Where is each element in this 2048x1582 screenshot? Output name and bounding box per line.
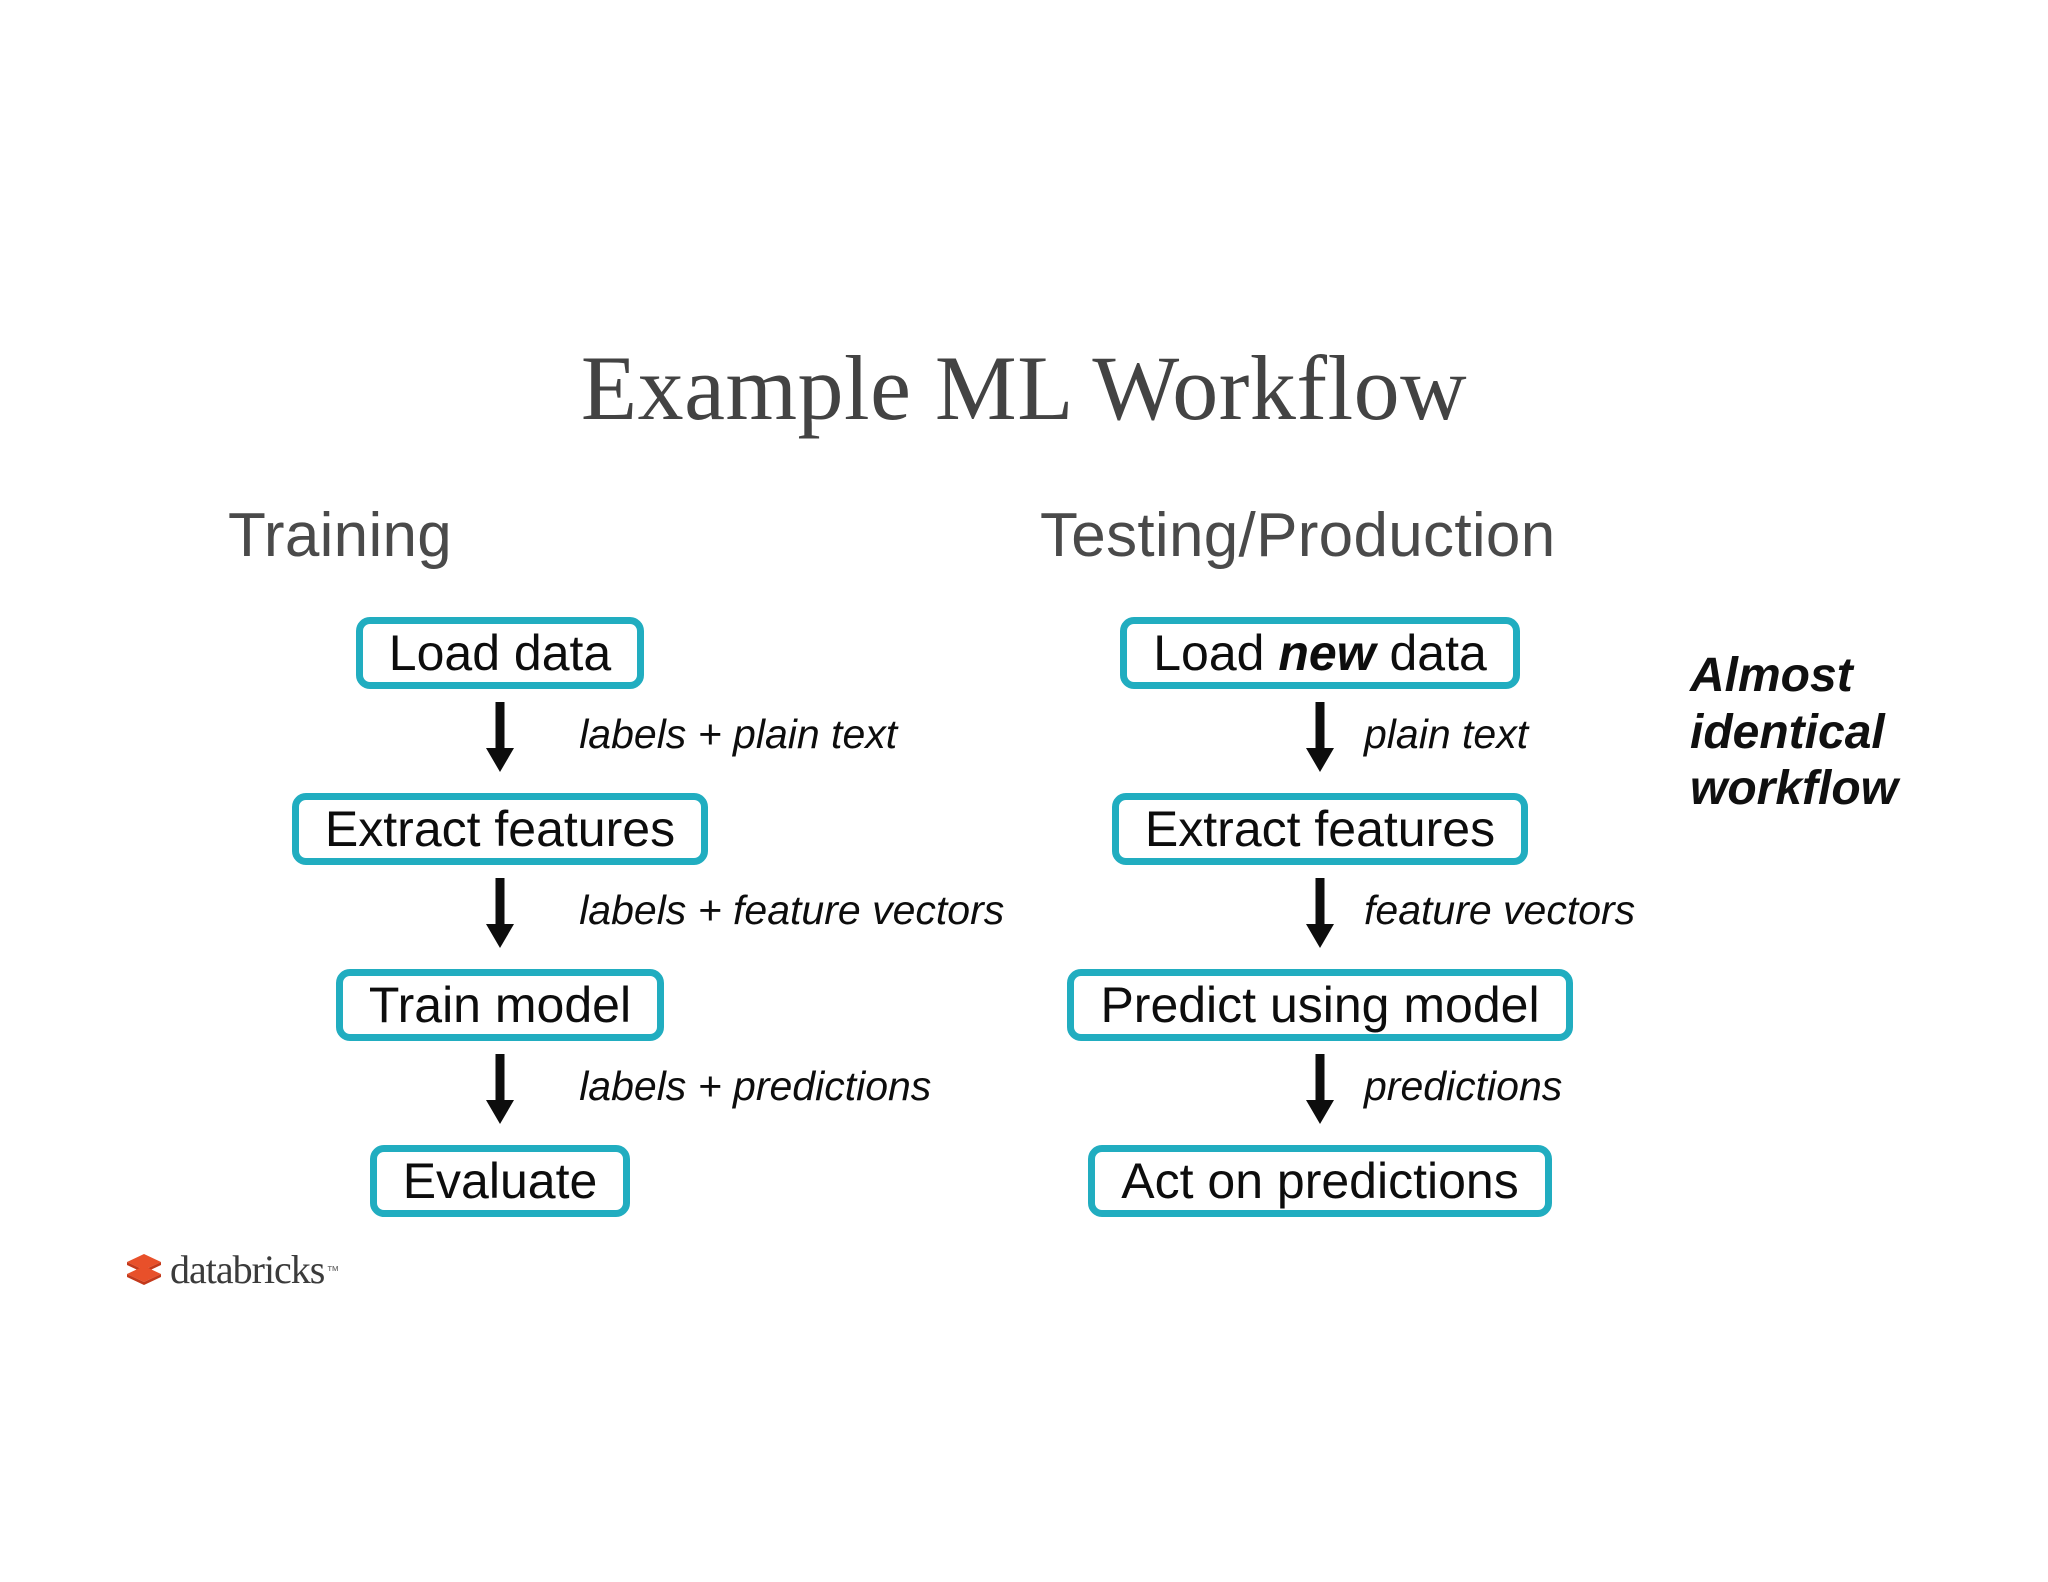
flow-node-act-on-predictions[interactable]: Act on predictions xyxy=(1088,1145,1552,1217)
side-note-annotation: Almost identical workflow xyxy=(1690,648,1990,818)
flow-node-label: Act on predictions xyxy=(1121,1153,1519,1209)
page-title: Example ML Workflow xyxy=(580,337,1468,439)
edge-label: labels + predictions xyxy=(579,1063,932,1109)
edge-row: predictions xyxy=(1000,1046,1640,1140)
flow-node-label: Train model xyxy=(368,977,632,1033)
flow-node-label: Load new data xyxy=(1153,628,1487,678)
trademark-symbol: ™ xyxy=(326,1262,340,1278)
edge-row: labels + predictions xyxy=(190,1046,931,1140)
flow-node-load-data[interactable]: Load data xyxy=(355,617,645,689)
side-note-line-1: Almost xyxy=(1690,649,1853,702)
edge-label: feature vectors xyxy=(1364,887,1636,933)
down-arrow-icon xyxy=(1306,702,1334,772)
edge-label: labels + plain text xyxy=(579,711,898,757)
flow-node-train-model[interactable]: Train model xyxy=(335,969,665,1041)
flow-node-label: Predict using model xyxy=(1100,977,1540,1033)
flow-node-label: Extract features xyxy=(1144,801,1496,857)
edge-label: predictions xyxy=(1364,1063,1563,1109)
flow-node-label: Load data xyxy=(388,625,612,681)
flow-node-label: Extract features xyxy=(324,801,676,857)
flow-node-extract-features[interactable]: Extract features xyxy=(291,793,709,865)
edge-label: plain text xyxy=(1364,711,1529,757)
node-row: Act on predictions xyxy=(1000,1140,1640,1222)
flow-node-predict-using-model[interactable]: Predict using model xyxy=(1067,969,1573,1041)
edge-label: labels + feature vectors xyxy=(579,887,1005,933)
node-row: Evaluate xyxy=(190,1140,810,1222)
down-arrow-icon xyxy=(486,878,514,948)
databricks-stacked-bricks-icon xyxy=(124,1250,164,1290)
node-row: Extract features xyxy=(190,788,810,870)
edge-row: labels + plain text xyxy=(190,694,897,788)
node-row: Train model xyxy=(190,964,810,1046)
flow-node-evaluate[interactable]: Evaluate xyxy=(369,1145,631,1217)
edge-row: labels + feature vectors xyxy=(190,870,1004,964)
down-arrow-icon xyxy=(1306,1054,1334,1124)
flow-node-extract-features-test[interactable]: Extract features xyxy=(1111,793,1529,865)
edge-row: feature vectors xyxy=(1000,870,1640,964)
column-header-training: Training xyxy=(228,501,453,570)
flow-node-load-new-data[interactable]: Load new data xyxy=(1120,617,1520,689)
edge-row: plain text xyxy=(1000,694,1640,788)
node-row: Load new data xyxy=(1000,612,1640,694)
flow-column-training: Load data labels + plain text Extract fe… xyxy=(190,612,1004,1222)
side-note-line-3: workflow xyxy=(1690,762,1899,816)
databricks-logo: databricks ™ xyxy=(124,1248,339,1292)
side-note-line-2: identical xyxy=(1690,705,1885,759)
down-arrow-icon xyxy=(486,1054,514,1124)
node-row: Load data xyxy=(190,612,810,694)
node-row: Extract features xyxy=(1000,788,1640,870)
flow-node-label-emphasis: new xyxy=(1278,625,1376,681)
node-row: Predict using model xyxy=(1000,964,1640,1046)
flow-node-label-suffix: data xyxy=(1375,625,1487,681)
flow-column-testing: Load new data plain text Extract feature… xyxy=(1000,612,1640,1222)
down-arrow-icon xyxy=(1306,878,1334,948)
down-arrow-icon xyxy=(486,702,514,772)
flow-node-label-prefix: Load xyxy=(1153,625,1279,681)
databricks-wordmark: databricks xyxy=(170,1247,325,1292)
flow-node-label: Evaluate xyxy=(402,1153,598,1209)
column-header-testing: Testing/Production xyxy=(1040,501,1556,570)
